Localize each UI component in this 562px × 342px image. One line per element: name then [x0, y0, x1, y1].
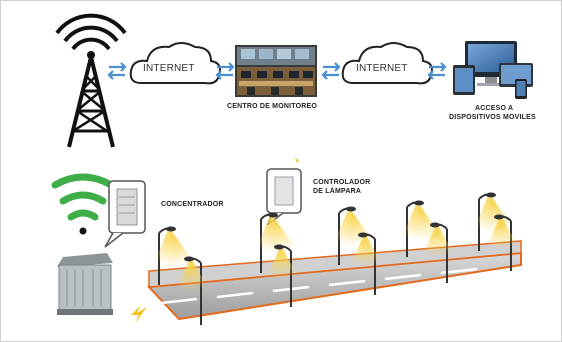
link-arrows-icon	[107, 62, 127, 80]
street-lamp	[263, 244, 299, 307]
link-arrows-icon	[215, 62, 235, 80]
wifi-signal-icon	[51, 173, 115, 235]
radio-tower-icon	[55, 13, 127, 148]
transformer-cabinet-icon	[57, 253, 113, 315]
street-lamp	[347, 232, 383, 295]
street-lamp	[253, 212, 299, 273]
street-lamp	[173, 256, 209, 325]
mobile-devices-icon	[453, 41, 533, 99]
concentrator-label: CONCENTRADOR	[161, 201, 224, 208]
lightning-icon	[131, 305, 147, 323]
street-lamp	[483, 214, 519, 271]
link-arrows-icon	[427, 62, 447, 80]
lamp-controller-label-line2: DE LÁMPARA	[313, 188, 362, 195]
monitoring-center-label: CENTRO DE MONITOREO	[227, 103, 318, 110]
concentrator-callout	[104, 180, 146, 248]
monitoring-center-photo	[235, 45, 317, 97]
link-arrows-icon	[321, 62, 341, 80]
street-road	[146, 240, 522, 321]
mobile-access-label-line2: DISPOSITIVOS MOVILES	[449, 114, 536, 121]
street-lamp	[419, 222, 455, 283]
mobile-access-label-line1: ACCESO A	[475, 105, 514, 112]
cloud-left-label: INTERNET	[143, 63, 195, 74]
lamp-controller-label-line1: CONTROLADOR	[313, 179, 371, 186]
cloud-right-label: INTERNET	[356, 63, 408, 74]
